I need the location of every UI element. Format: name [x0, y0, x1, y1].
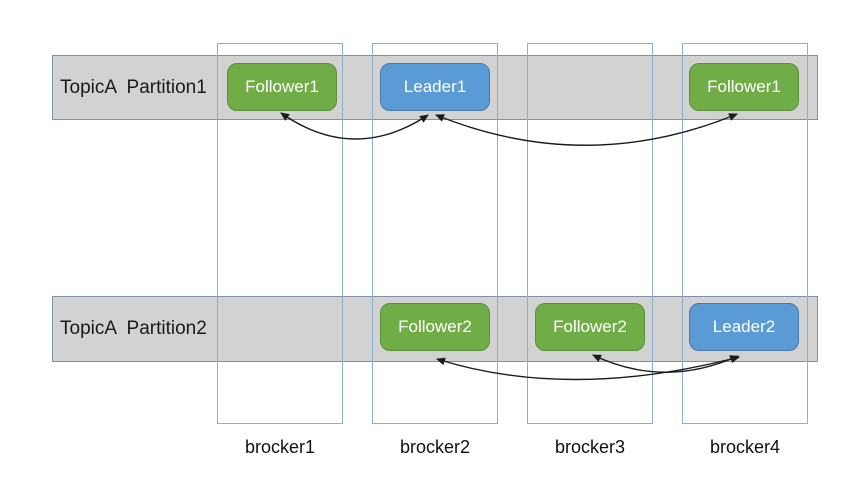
- replica-label: Leader2: [712, 317, 776, 336]
- replica-label: Follower2: [553, 317, 627, 336]
- replica-label: Follower2: [398, 317, 472, 336]
- replica-follower1-broker4: Follower1: [689, 63, 799, 111]
- replica-label: Follower1: [707, 77, 781, 96]
- broker1-label: brocker1: [244, 437, 316, 457]
- replica-follower2-broker2: Follower2: [380, 303, 490, 351]
- broker2-label: brocker2: [399, 437, 471, 457]
- replica-follower1-broker1: Follower1: [227, 63, 337, 111]
- partition1-label: TopicA Partition1: [60, 76, 207, 98]
- broker4-column: [682, 43, 808, 424]
- broker3-column: [527, 43, 653, 424]
- broker1-column: [217, 43, 343, 424]
- replica-label: Leader1: [403, 77, 467, 96]
- replica-leader2-broker4: Leader2: [689, 303, 799, 351]
- broker4-label: brocker4: [709, 437, 781, 457]
- replica-label: Follower1: [245, 77, 319, 96]
- broker3-label: brocker3: [554, 437, 626, 457]
- broker2-column: [372, 43, 498, 424]
- partition2-label: TopicA Partition2: [60, 318, 207, 339]
- replica-follower2-broker3: Follower2: [535, 303, 645, 351]
- replica-leader1-broker2: Leader1: [380, 63, 490, 111]
